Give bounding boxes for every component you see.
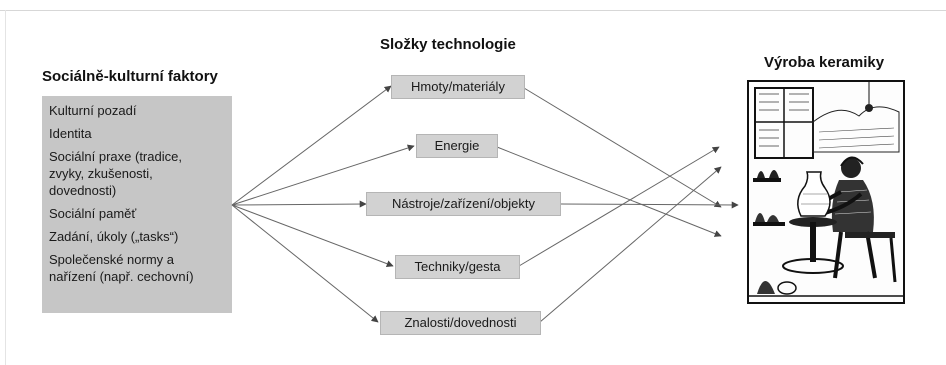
potter-woodcut-image	[747, 80, 905, 304]
arrow-materials-out	[523, 87, 722, 208]
component-materials: Hmoty/materiály	[391, 75, 525, 99]
factor-social-memory: Sociální paměť	[49, 206, 137, 221]
arrow-to-knowledge	[231, 204, 379, 323]
factor-norms: Společenské normy a nařízení (např. cech…	[49, 252, 194, 284]
arrow-energy-out	[496, 146, 722, 237]
factor-identity: Identita	[49, 126, 92, 141]
component-knowledge: Znalosti/dovednosti	[380, 311, 541, 335]
factors-box: Kulturní pozadí Identita Sociální praxe …	[42, 96, 232, 313]
component-techniques: Techniky/gesta	[395, 255, 520, 279]
component-tools: Nástroje/zařízení/objekty	[366, 192, 561, 216]
factor-social-practice: Sociální praxe (tradice, zvyky, zkušenos…	[49, 149, 182, 198]
components-heading: Složky technologie	[380, 36, 516, 53]
arrow-to-materials	[231, 85, 392, 206]
arrow-techniques-out	[518, 146, 720, 267]
arrow-knowledge-out	[539, 166, 722, 323]
arrow-tools-out	[559, 201, 739, 209]
factor-tasks: Zadání, úkoly („tasks“)	[49, 229, 179, 244]
potter-woodcut-illustration	[749, 82, 903, 302]
frame-top-border	[0, 10, 946, 11]
factors-heading: Sociálně-kulturní faktory	[42, 68, 218, 85]
arrow-to-energy	[231, 144, 415, 206]
component-energy: Energie	[416, 134, 498, 158]
factor-cultural-background: Kulturní pozadí	[49, 103, 137, 118]
frame-left-border	[5, 10, 6, 365]
result-heading: Výroba keramiky	[764, 54, 885, 71]
arrow-to-techniques	[231, 204, 394, 268]
arrow-to-tools	[231, 200, 367, 208]
